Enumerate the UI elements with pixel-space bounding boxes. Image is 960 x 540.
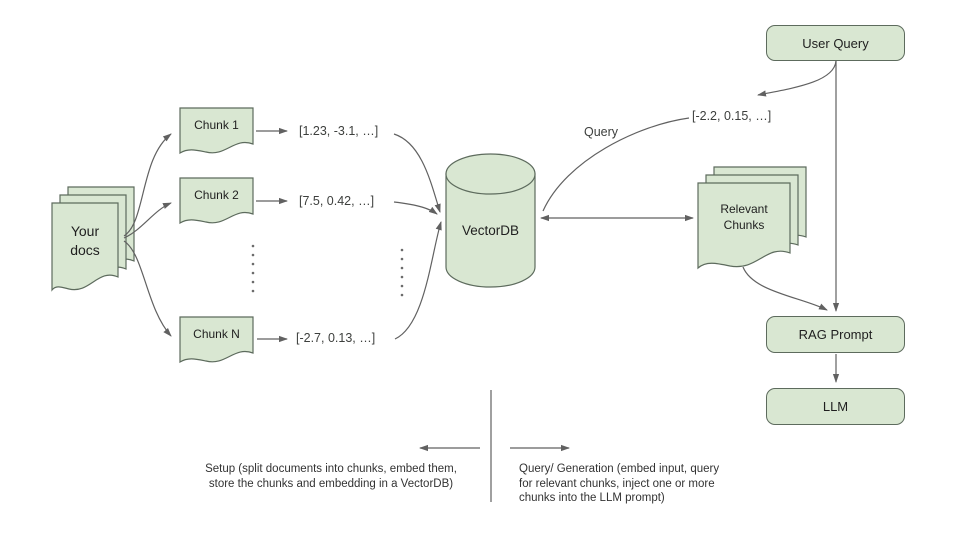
relevant-chunks-shape <box>697 166 807 270</box>
your-docs-label: Your docs <box>70 223 100 258</box>
chunk-1-label: Chunk 1 <box>194 118 239 132</box>
vector-1-text: [1.23, -3.1, …] <box>299 124 379 138</box>
vectordb-label: VectorDB <box>461 222 520 238</box>
query-vector-text: [-2.2, 0.15, …] <box>692 109 772 123</box>
rag-prompt-node: RAG Prompt <box>766 316 905 353</box>
vector-n-text: [-2.7, 0.13, …] <box>296 331 376 345</box>
ellipsis-dots-right <box>400 248 404 297</box>
vector-2-text: [7.5, 0.42, …] <box>299 194 375 208</box>
edge-docs-chunk1 <box>123 133 172 237</box>
edge-queryvector-db <box>542 117 690 212</box>
llm-node: LLM <box>766 388 905 425</box>
ellipsis-dots-left <box>251 244 255 293</box>
edge-docs-chunkn <box>123 240 172 337</box>
edge-vectorn-db <box>394 221 442 340</box>
edge-vector2-db <box>393 201 438 215</box>
your-docs-shape <box>51 186 135 292</box>
setup-phase-caption: Setup (split documents into chunks, embe… <box>205 463 457 490</box>
vectordb-cylinder <box>445 153 536 288</box>
chunk-n-label: Chunk N <box>193 327 240 341</box>
user-query-node: User Query <box>766 25 905 61</box>
edge-userquery-queryvector <box>757 60 837 97</box>
chunk-n-shape <box>179 316 254 364</box>
chunk-2-label: Chunk 2 <box>194 188 239 202</box>
query-edge-label: Query <box>584 125 619 139</box>
query-phase-caption: Query/ Generation (embed input, query fo… <box>519 463 720 504</box>
chunk-1-shape <box>179 107 254 155</box>
edge-relevantchunks-ragprompt <box>742 266 828 311</box>
relevant-chunks-label: Relevant Chunks <box>720 202 768 232</box>
edge-vector1-db <box>393 133 441 213</box>
edge-docs-chunk2 <box>123 202 172 239</box>
chunk-2-shape <box>179 177 254 225</box>
